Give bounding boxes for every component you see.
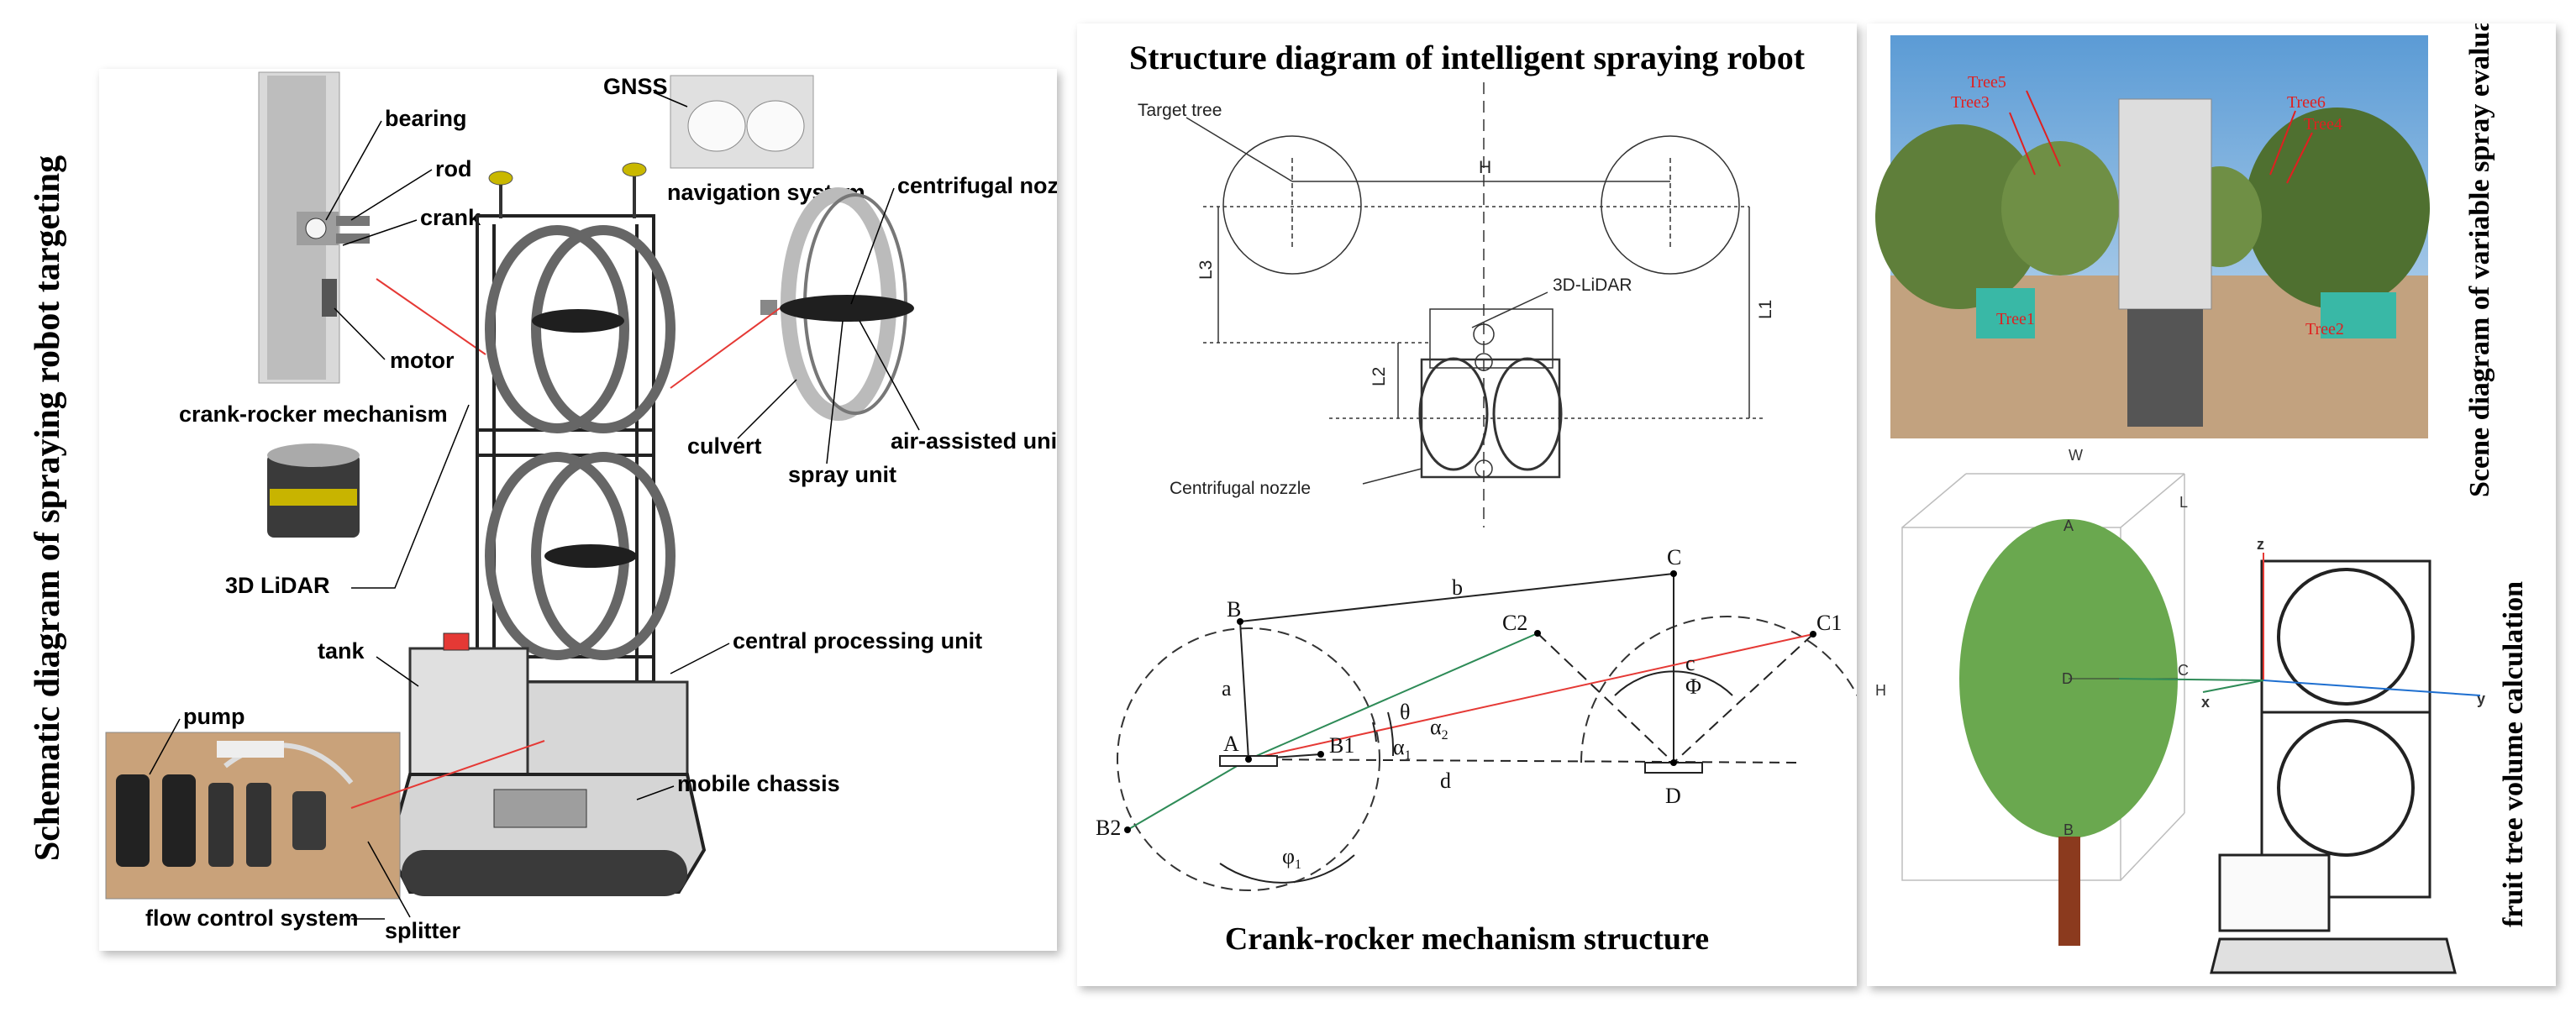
mech-angle-phi: Φ [1685,674,1701,699]
mech-point-b2: B2 [1096,816,1121,840]
mech-angle-phi1: φ1 [1282,844,1301,872]
label-centrifugal-nozzle: centrifugal nozzle [897,173,1057,198]
volume-label-d: D [2062,670,2073,687]
evaluation-panel: Tree5 Tree3 Tree6 Tree4 Tree1 Tree2 Scen… [1867,24,2556,986]
mech-link-b: b [1452,575,1463,600]
mech-angle-alpha1: α1 [1393,735,1412,763]
scene-label-tree2: Tree2 [2305,320,2344,338]
scene-label-tree3: Tree3 [1951,93,1990,112]
label-l2: L2 [1369,367,1389,386]
mech-point-a: A [1223,732,1239,756]
upper-spray-rings [485,225,676,433]
mech-point-c1: C1 [1816,611,1842,635]
volume-label-w: W [2069,447,2083,464]
mech-link-d: d [1440,769,1451,793]
axis-label-y: y [2477,690,2485,707]
centrifugal-nozzle-detail [760,187,914,421]
label-mobile-chassis: mobile chassis [677,771,840,796]
label-air-assisted: air-assisted unit [891,428,1057,454]
ray-line [2118,678,2264,681]
label-gnss: GNSS [603,74,668,99]
label-3d-lidar: 3D LiDAR [225,573,330,598]
evaluation-svg: Tree5 Tree3 Tree6 Tree4 Tree1 Tree2 Scen… [1875,24,2529,974]
gnss-antennas [488,162,647,218]
crank-rocker-inset [258,71,370,384]
label-centrifugal-nozzle-structure: Centrifugal nozzle [1170,479,1311,498]
axis-label-z: z [2257,536,2264,553]
label-spray-unit: spray unit [788,462,896,487]
label-bearing: bearing [385,106,467,131]
label-h-distance: H [1479,158,1491,177]
right-title-bottom: fruit tree volume calculation [2498,581,2529,927]
mech-point-c2: C2 [1502,611,1527,635]
label-culvert: culvert [687,433,762,459]
robot-schematic-panel: bearing rod crank motor crank-rocker mec… [99,69,1057,951]
scene-label-tree4: Tree4 [2304,115,2342,134]
volume-label-b: B [2063,821,2074,838]
axis-x-line [2202,680,2264,693]
volume-label-l: L [2179,494,2188,511]
mech-point-d: D [1665,784,1681,808]
volume-robot-sketch [2210,559,2457,974]
structure-panel: Structure diagram of intelligent sprayin… [1077,24,1857,986]
mech-link-a: a [1222,676,1232,701]
tank-body [408,647,529,776]
volume-label-h: H [1875,682,1886,699]
mech-point-b: B [1227,597,1241,622]
tree-trunk [2058,837,2080,946]
volume-label-a: A [2063,517,2074,534]
right-title-top: Scene diagram of variable spray evaluati… [2464,24,2495,497]
structure-svg: Structure diagram of intelligent sprayin… [1096,39,1857,957]
lidar-sensor-icon [267,443,360,538]
axis-label-x: x [2201,694,2210,711]
mech-angle-alpha2: α2 [1430,715,1448,743]
structure-title: Structure diagram of intelligent sprayin… [1129,39,1806,76]
tracked-chassis [386,773,707,896]
volume-label-c: C [2178,662,2189,679]
scene-label-tree6: Tree6 [2287,93,2326,112]
left-panel-title: Schematic diagram of spraying robot targ… [29,155,67,862]
label-flow-control: flow control system [145,905,359,931]
label-l3: L3 [1196,260,1216,280]
nozzles [532,309,637,568]
cpu-box [526,680,689,784]
mech-angle-theta: θ [1400,700,1410,724]
label-l1: L1 [1756,300,1775,319]
label-rod: rod [435,156,472,181]
mech-link-c: c [1685,651,1695,675]
robot-schematic-svg: bearing rod crank motor crank-rocker mec… [105,71,1057,943]
flow-control-inset [105,732,401,900]
scene-label-tree1: Tree1 [1996,310,2035,328]
label-3d-lidar-structure: 3D-LiDAR [1553,275,1632,295]
label-splitter: splitter [385,918,461,943]
mech-point-c: C [1667,545,1681,569]
label-pump: pump [183,704,245,729]
axis-y-line [2263,680,2481,696]
label-crank: crank [420,205,481,230]
top-view-diagram [1185,82,1766,527]
mech-point-b1: B1 [1329,733,1354,758]
mechanism-title: Crank-rocker mechanism structure [1225,921,1709,957]
label-motor: motor [390,348,455,373]
orchard-scene-photo [1875,35,2430,438]
crank-rocker-diagram [1117,570,1857,891]
label-crank-rocker: crank-rocker mechanism [179,401,448,427]
label-tank: tank [318,638,365,664]
label-target-tree: Target tree [1138,101,1222,120]
tank-cap [443,632,470,651]
label-cpu: central processing unit [733,628,982,653]
scene-label-tree5: Tree5 [1968,73,2006,92]
